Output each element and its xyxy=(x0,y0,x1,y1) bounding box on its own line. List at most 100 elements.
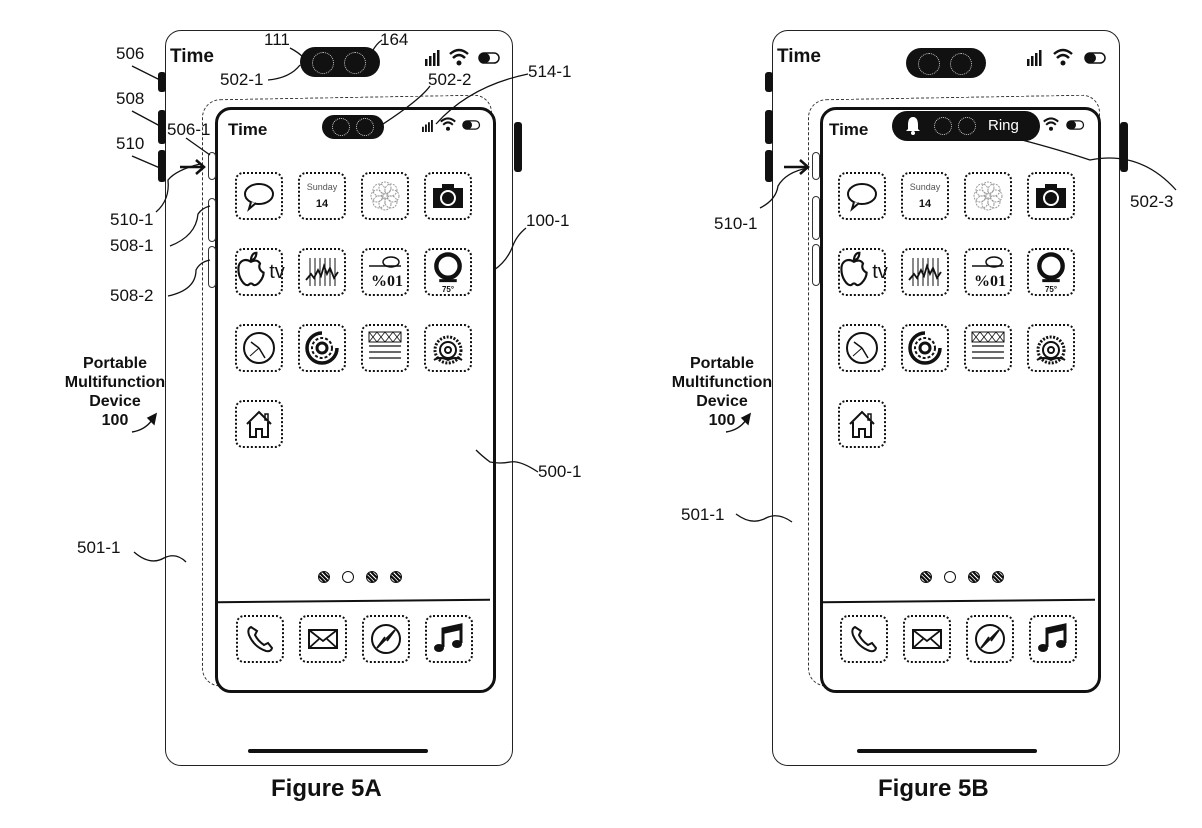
inner-button-508-1[interactable] xyxy=(812,196,820,240)
leader-508 xyxy=(131,110,161,127)
device-label-line: Portable xyxy=(689,355,754,372)
ref-label-502-2: 502-2 xyxy=(428,70,472,89)
app-icon-camera[interactable] xyxy=(1027,172,1075,220)
ref-label-510-1: 510-1 xyxy=(714,214,758,233)
battery-icon xyxy=(478,52,500,64)
wifi-icon xyxy=(449,48,469,66)
app-icon-safari[interactable] xyxy=(966,615,1014,663)
app-icon-messages[interactable] xyxy=(235,172,283,220)
app-icon-weather[interactable]: 75° xyxy=(424,248,472,296)
app-icon-apple-tv[interactable]: tv xyxy=(836,248,888,296)
power-button[interactable] xyxy=(514,122,522,172)
page-dot[interactable] xyxy=(318,571,330,583)
device-label-line: Device xyxy=(89,393,141,410)
battery-icon xyxy=(462,120,481,130)
signal-icon xyxy=(1027,50,1042,66)
ref-label-502-1: 502-1 xyxy=(220,70,264,89)
battery-icon xyxy=(1084,52,1106,64)
app-icon-clock[interactable] xyxy=(235,324,283,372)
inner-button-510-1[interactable] xyxy=(812,152,820,180)
app-icon-mail[interactable] xyxy=(903,615,951,663)
dynamic-island xyxy=(906,48,986,78)
app-icon-music[interactable] xyxy=(425,615,473,663)
app-icon-music[interactable] xyxy=(1029,615,1077,663)
dynamic-island-502-2 xyxy=(322,115,384,139)
app-icon-activity[interactable] xyxy=(901,324,949,372)
app-icon-weather[interactable]: 75° xyxy=(1027,248,1075,296)
sensor-icon xyxy=(950,53,972,75)
page-dot[interactable] xyxy=(342,571,354,583)
app-icon-notes[interactable] xyxy=(964,324,1012,372)
page-dot[interactable] xyxy=(992,571,1004,583)
bell-icon xyxy=(906,117,920,135)
calendar-day: Sunday xyxy=(909,182,941,192)
ref-label-506: 506 xyxy=(116,44,145,63)
app-icon-stocks[interactable] xyxy=(901,248,949,296)
ref-label-111: 111 xyxy=(264,30,290,49)
app-icon-wallet[interactable]: %01 xyxy=(361,248,409,296)
app-icon-apple-tv[interactable]: tv xyxy=(233,248,285,296)
camera-icon xyxy=(918,53,940,75)
ref-label-508: 508 xyxy=(116,89,145,108)
ref-label-510: 510 xyxy=(116,134,145,153)
app-icon-settings[interactable] xyxy=(424,324,472,372)
device-label-line: Device xyxy=(696,393,748,410)
apple-logo-icon xyxy=(233,251,269,293)
app-icon-mail[interactable] xyxy=(299,615,347,663)
ref-label-510-1: 510-1 xyxy=(110,210,154,229)
app-icon-photos[interactable] xyxy=(964,172,1012,220)
ref-label-514-1: 514-1 xyxy=(528,62,572,81)
inner-button-508-2[interactable] xyxy=(812,244,820,286)
page-dot[interactable] xyxy=(968,571,980,583)
page-dot[interactable] xyxy=(366,571,378,583)
wifi-icon xyxy=(440,117,456,131)
inner-button-508-2[interactable] xyxy=(208,246,216,288)
inner-button-506-1[interactable] xyxy=(208,152,216,180)
home-indicator[interactable] xyxy=(248,749,428,753)
app-icon-notes[interactable] xyxy=(361,324,409,372)
calendar-day: Sunday xyxy=(306,182,338,192)
app-icon-camera[interactable] xyxy=(424,172,472,220)
device-label-5a: Portable Multifunction Device 100 xyxy=(55,354,175,430)
app-icon-safari[interactable] xyxy=(362,615,410,663)
side-button-506[interactable] xyxy=(158,72,166,92)
app-icon-phone[interactable] xyxy=(236,615,284,663)
app-icon-stocks[interactable] xyxy=(298,248,346,296)
app-icon-photos[interactable] xyxy=(361,172,409,220)
side-button-510[interactable] xyxy=(765,150,773,182)
svg-text:%01: %01 xyxy=(974,273,1006,290)
app-icon-activity[interactable] xyxy=(298,324,346,372)
figure-caption-5b: Figure 5B xyxy=(878,775,989,802)
page-dot[interactable] xyxy=(944,571,956,583)
page-dot[interactable] xyxy=(920,571,932,583)
app-icon-home[interactable] xyxy=(838,400,886,448)
weather-temp: 75° xyxy=(441,285,455,294)
figure-caption-5a: Figure 5A xyxy=(271,775,382,802)
side-button-508[interactable] xyxy=(158,110,166,144)
app-icon-phone[interactable] xyxy=(840,615,888,663)
camera-icon xyxy=(934,117,952,135)
app-icon-home[interactable] xyxy=(235,400,283,448)
battery-icon xyxy=(1066,120,1085,130)
apple-logo-icon xyxy=(836,251,872,293)
app-icon-settings[interactable] xyxy=(1027,324,1075,372)
wifi-icon xyxy=(1043,117,1059,131)
calendar-date: 14 xyxy=(315,198,329,210)
ref-label-502-3: 502-3 xyxy=(1130,192,1174,211)
app-icon-messages[interactable] xyxy=(838,172,886,220)
app-icon-calendar[interactable]: Sunday 14 xyxy=(298,172,346,220)
app-icon-clock[interactable] xyxy=(838,324,886,372)
inner-button-508-1[interactable] xyxy=(208,198,216,242)
side-button-506[interactable] xyxy=(765,72,773,92)
side-button-510[interactable] xyxy=(158,150,166,182)
app-icon-wallet[interactable]: %01 xyxy=(964,248,1012,296)
page-dot[interactable] xyxy=(390,571,402,583)
camera-icon xyxy=(312,52,334,74)
tv-label: tv xyxy=(269,260,285,283)
home-indicator[interactable] xyxy=(857,749,1037,753)
power-button[interactable] xyxy=(1120,122,1128,172)
side-button-508[interactable] xyxy=(765,110,773,144)
signal-icon xyxy=(425,50,440,66)
leader-510 xyxy=(131,155,161,169)
